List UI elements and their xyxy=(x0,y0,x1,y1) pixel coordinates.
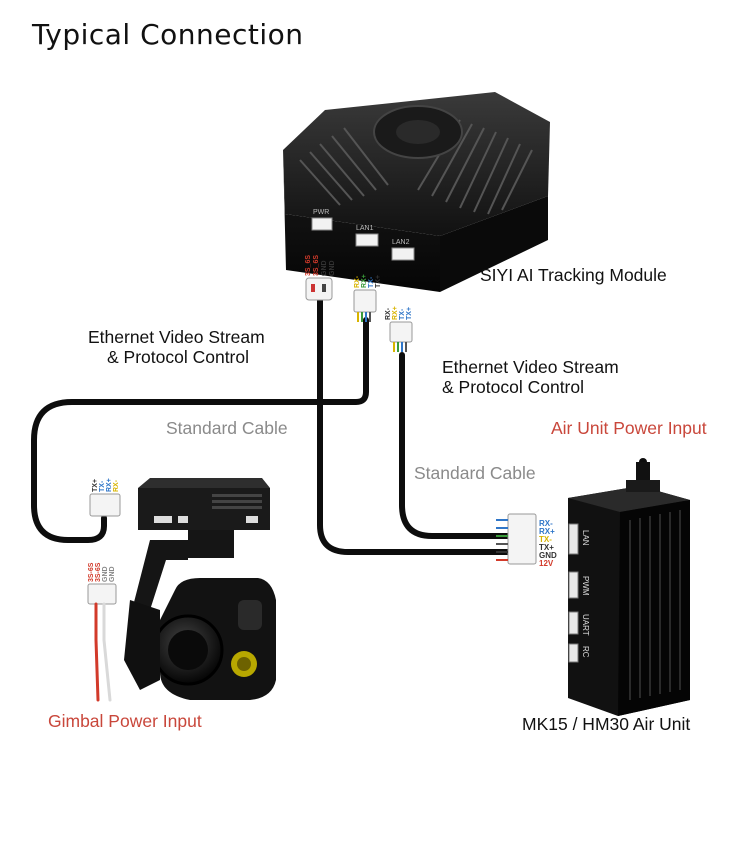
module-connectors: 3S_6S 3S_6S GND GND RX- RX+ TX- TX+ xyxy=(305,255,413,352)
lan1-pin-3: TX- xyxy=(368,276,375,288)
lan2-pin-1: RX- xyxy=(385,307,392,320)
label-air-unit: MK15 / HM30 Air Unit xyxy=(522,714,691,734)
port-label-lan1: LAN1 xyxy=(356,225,374,232)
module-port-lan2 xyxy=(391,247,415,261)
lan2-pin-4: TX+ xyxy=(406,307,413,320)
gimbal-eth-pin-1: TX+ xyxy=(92,479,99,492)
gimbal-eth-pin-2: TX- xyxy=(99,480,106,492)
label-gimbal-power: Gimbal Power Input xyxy=(48,711,202,731)
air-port-uart: UART xyxy=(581,614,590,636)
page-title: Typical Connection xyxy=(32,18,304,51)
air-pin-1: RX- xyxy=(539,519,553,528)
module-port-lan1 xyxy=(355,233,379,247)
air-port-pwm: PWM xyxy=(581,576,590,596)
cables xyxy=(31,297,647,555)
ethernet-cable-left xyxy=(31,317,369,543)
air-port-rc: RC xyxy=(581,646,590,658)
lan1-pin-4: TX+ xyxy=(375,275,382,288)
tracking-module: PWR LAN1 LAN2 xyxy=(283,92,550,292)
gimbal-pwr-pin-1: 3S-6S xyxy=(88,562,95,582)
port-label-pwr: PWR xyxy=(313,209,329,216)
lan1-pin-2: RX+ xyxy=(361,274,368,288)
label-standard-cable-right: Standard Cable xyxy=(414,463,536,483)
air-pin-2: RX+ xyxy=(539,527,555,536)
gimbal-pwr-pin-3: GND xyxy=(102,566,109,582)
air-pin-3: TX- xyxy=(539,535,552,544)
pwr-pin-4: GND xyxy=(329,260,336,276)
gimbal-pwr-pin-4: GND xyxy=(109,566,116,582)
pwr-pin-3: GND xyxy=(321,260,328,276)
label-air-unit-power: Air Unit Power Input xyxy=(551,418,707,438)
air-pin-6: 12V xyxy=(539,559,554,568)
port-label-lan2: LAN2 xyxy=(392,239,410,246)
label-eth-left-2: & Protocol Control xyxy=(107,347,250,367)
power-cable-module xyxy=(317,297,511,555)
pwr-pin-2: 3S_6S xyxy=(313,255,320,276)
lan2-pin-2: RX+ xyxy=(392,306,399,320)
label-standard-cable-left: Standard Cable xyxy=(166,418,288,438)
label-eth-left-1: Ethernet Video Stream xyxy=(88,327,265,347)
lan2-pin-3: TX- xyxy=(399,308,406,320)
air-port-lan: LAN xyxy=(581,530,590,546)
label-eth-right-2: & Protocol Control xyxy=(442,377,585,397)
air-pin-5: GND xyxy=(539,551,557,560)
lan1-pin-1: RX- xyxy=(354,275,361,288)
pwr-pin-1: 3S_6S xyxy=(305,255,312,276)
gimbal-pwr-pin-2: 3S-6S xyxy=(95,562,102,582)
label-tracking-module: SIYI AI Tracking Module xyxy=(480,265,667,285)
gimbal-camera: TX+ TX- RX+ RX- 3S-6S 3S-6S GND GND xyxy=(87,478,276,702)
air-unit: LAN PWM UART RC RX- RX+ TX- TX+ GND xyxy=(496,462,690,716)
module-port-pwr xyxy=(311,217,333,231)
gimbal-eth-pin-4: RX- xyxy=(113,479,120,492)
gimbal-eth-pin-3: RX+ xyxy=(106,478,113,492)
air-pin-4: TX+ xyxy=(539,543,554,552)
label-eth-right-1: Ethernet Video Stream xyxy=(442,357,619,377)
ethernet-cable-right xyxy=(399,352,511,539)
